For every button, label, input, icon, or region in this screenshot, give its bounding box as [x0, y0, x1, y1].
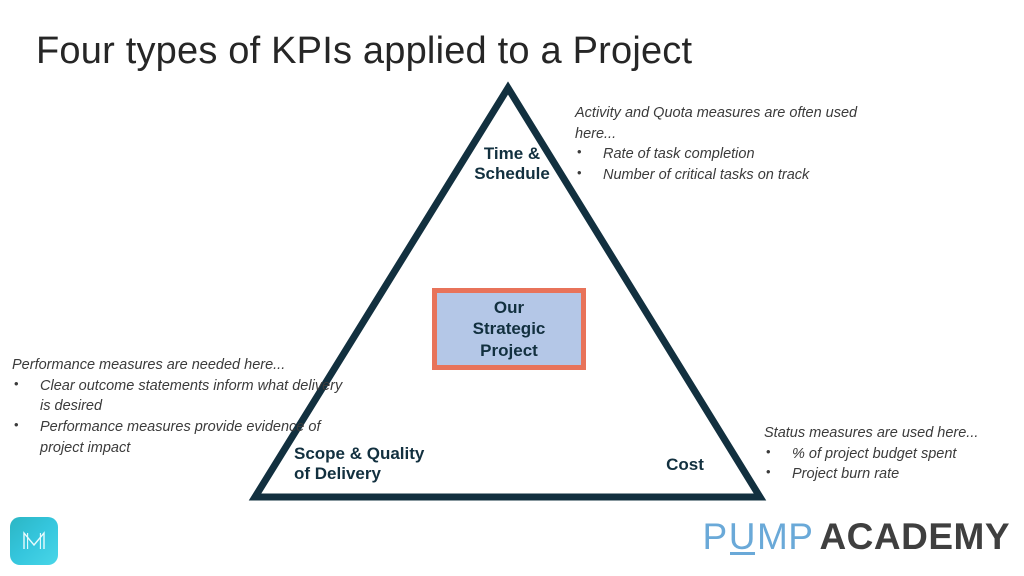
wordmark-pump-u: U	[728, 516, 756, 557]
annotation-scope-quality-lead: Performance measures are needed here...	[12, 357, 286, 373]
annotation-time-schedule-lead: Activity and Quota measures are often us…	[575, 105, 858, 142]
annotation-time-schedule-list: Rate of task completion Number of critic…	[575, 143, 895, 186]
letter-m-icon	[23, 531, 45, 549]
wordmark-pump: P U MP	[703, 516, 814, 558]
list-item: % of project budget spent	[764, 443, 1024, 465]
vertex-label-time-schedule: Time & Schedule	[466, 144, 558, 184]
vertex-label-cost: Cost	[640, 455, 730, 475]
wordmark-pump-mp: MP	[756, 516, 814, 557]
annotation-scope-quality-list: Clear outcome statements inform what del…	[12, 375, 347, 459]
annotation-cost-lead: Status measures are used here...	[764, 425, 979, 441]
list-item: Performance measures provide evidence of…	[12, 416, 347, 458]
center-box-our-strategic-project: Our Strategic Project	[432, 288, 586, 370]
pump-academy-logo: P U MP ACADEMY	[703, 516, 1010, 558]
annotation-cost-list: % of project budget spent Project burn r…	[764, 443, 1024, 485]
annotation-scope-quality: Performance measures are needed here... …	[12, 355, 347, 459]
list-item: Project burn rate	[764, 463, 1024, 485]
monogram-logo-icon	[10, 517, 58, 565]
list-item: Clear outcome statements inform what del…	[12, 375, 347, 417]
list-item: Rate of task completion	[575, 143, 895, 165]
annotation-cost: Status measures are used here... % of pr…	[764, 423, 1024, 485]
vertex-label-time-schedule-text: Time & Schedule	[474, 144, 550, 184]
page-title: Four types of KPIs applied to a Project	[36, 30, 693, 72]
list-item: Number of critical tasks on track	[575, 164, 895, 186]
vertex-label-cost-text: Cost	[666, 455, 704, 474]
center-box-label: Our Strategic Project	[472, 297, 546, 360]
wordmark-academy: ACADEMY	[819, 516, 1010, 557]
annotation-time-schedule: Activity and Quota measures are often us…	[575, 103, 895, 186]
wordmark-pump-p: P	[702, 516, 728, 557]
